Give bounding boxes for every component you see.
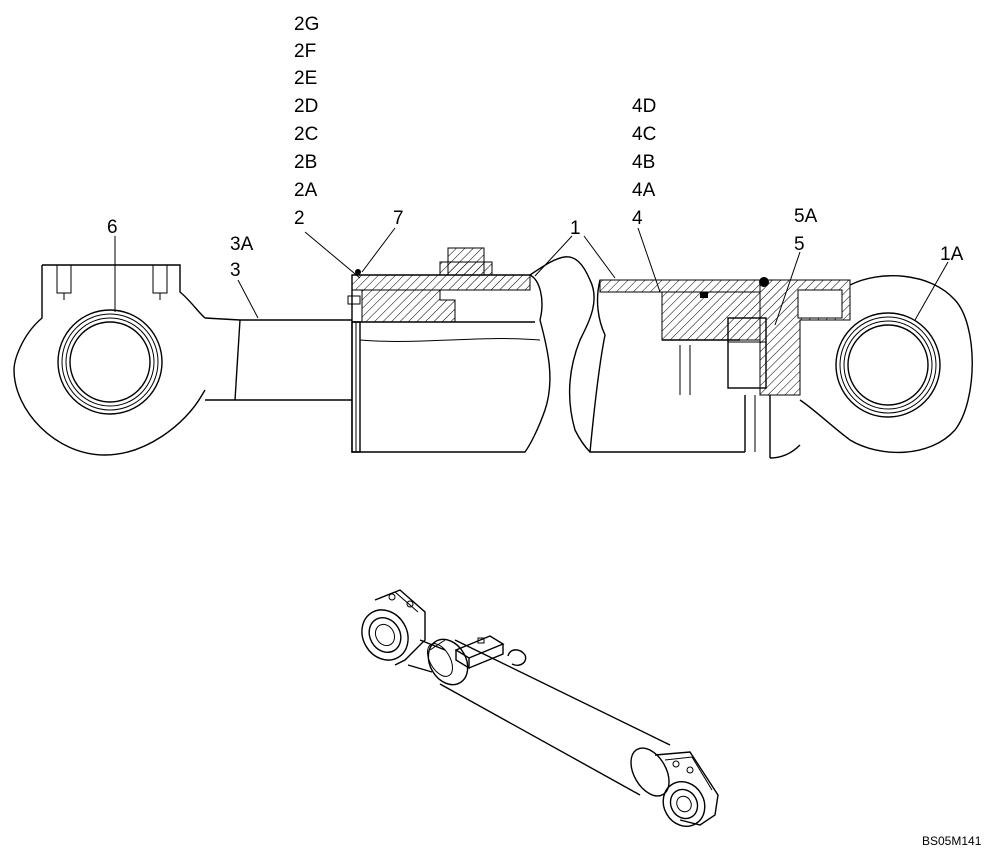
barrel-left-section	[347, 247, 551, 453]
callout-2G: 2G	[294, 14, 319, 35]
callout-5A: 5A	[794, 206, 818, 227]
isometric-view	[361, 589, 719, 827]
callout-1: 1	[570, 218, 581, 239]
callout-4: 4	[632, 208, 643, 229]
iso-rod	[407, 639, 453, 677]
rod-eye-right	[799, 275, 973, 454]
iso-eye-left	[361, 589, 426, 666]
callout-6: 6	[107, 217, 118, 238]
callout-2C: 2C	[294, 124, 318, 145]
callout-4D: 4D	[632, 96, 656, 117]
sectional-view	[13, 247, 973, 459]
callout-labels: 6 3A 3 2G 2F 2E 2D 2C 2B 2A 2 7 1 4D 4C …	[107, 14, 964, 281]
callout-leaders	[114, 227, 949, 326]
callout-1A: 1A	[940, 244, 964, 265]
callout-7: 7	[393, 208, 404, 229]
callout-4C: 4C	[632, 124, 656, 145]
callout-2B: 2B	[294, 152, 317, 173]
callout-5: 5	[794, 234, 805, 255]
break-line	[529, 256, 595, 453]
piston-rod	[234, 319, 352, 401]
callout-2A: 2A	[294, 180, 318, 201]
callout-2F: 2F	[294, 41, 316, 62]
callout-2D: 2D	[294, 96, 318, 117]
callout-2E: 2E	[294, 68, 317, 89]
barrel-right-section	[589, 277, 851, 459]
rod-eye-left	[13, 264, 241, 456]
callout-3A: 3A	[230, 234, 254, 255]
callout-4A: 4A	[632, 180, 656, 201]
iso-eye-right	[630, 747, 719, 827]
callout-3: 3	[230, 260, 241, 281]
drawing-code: BS05M141	[922, 834, 982, 848]
callout-4B: 4B	[632, 152, 655, 173]
callout-2: 2	[294, 208, 305, 229]
iso-barrel	[427, 635, 671, 796]
